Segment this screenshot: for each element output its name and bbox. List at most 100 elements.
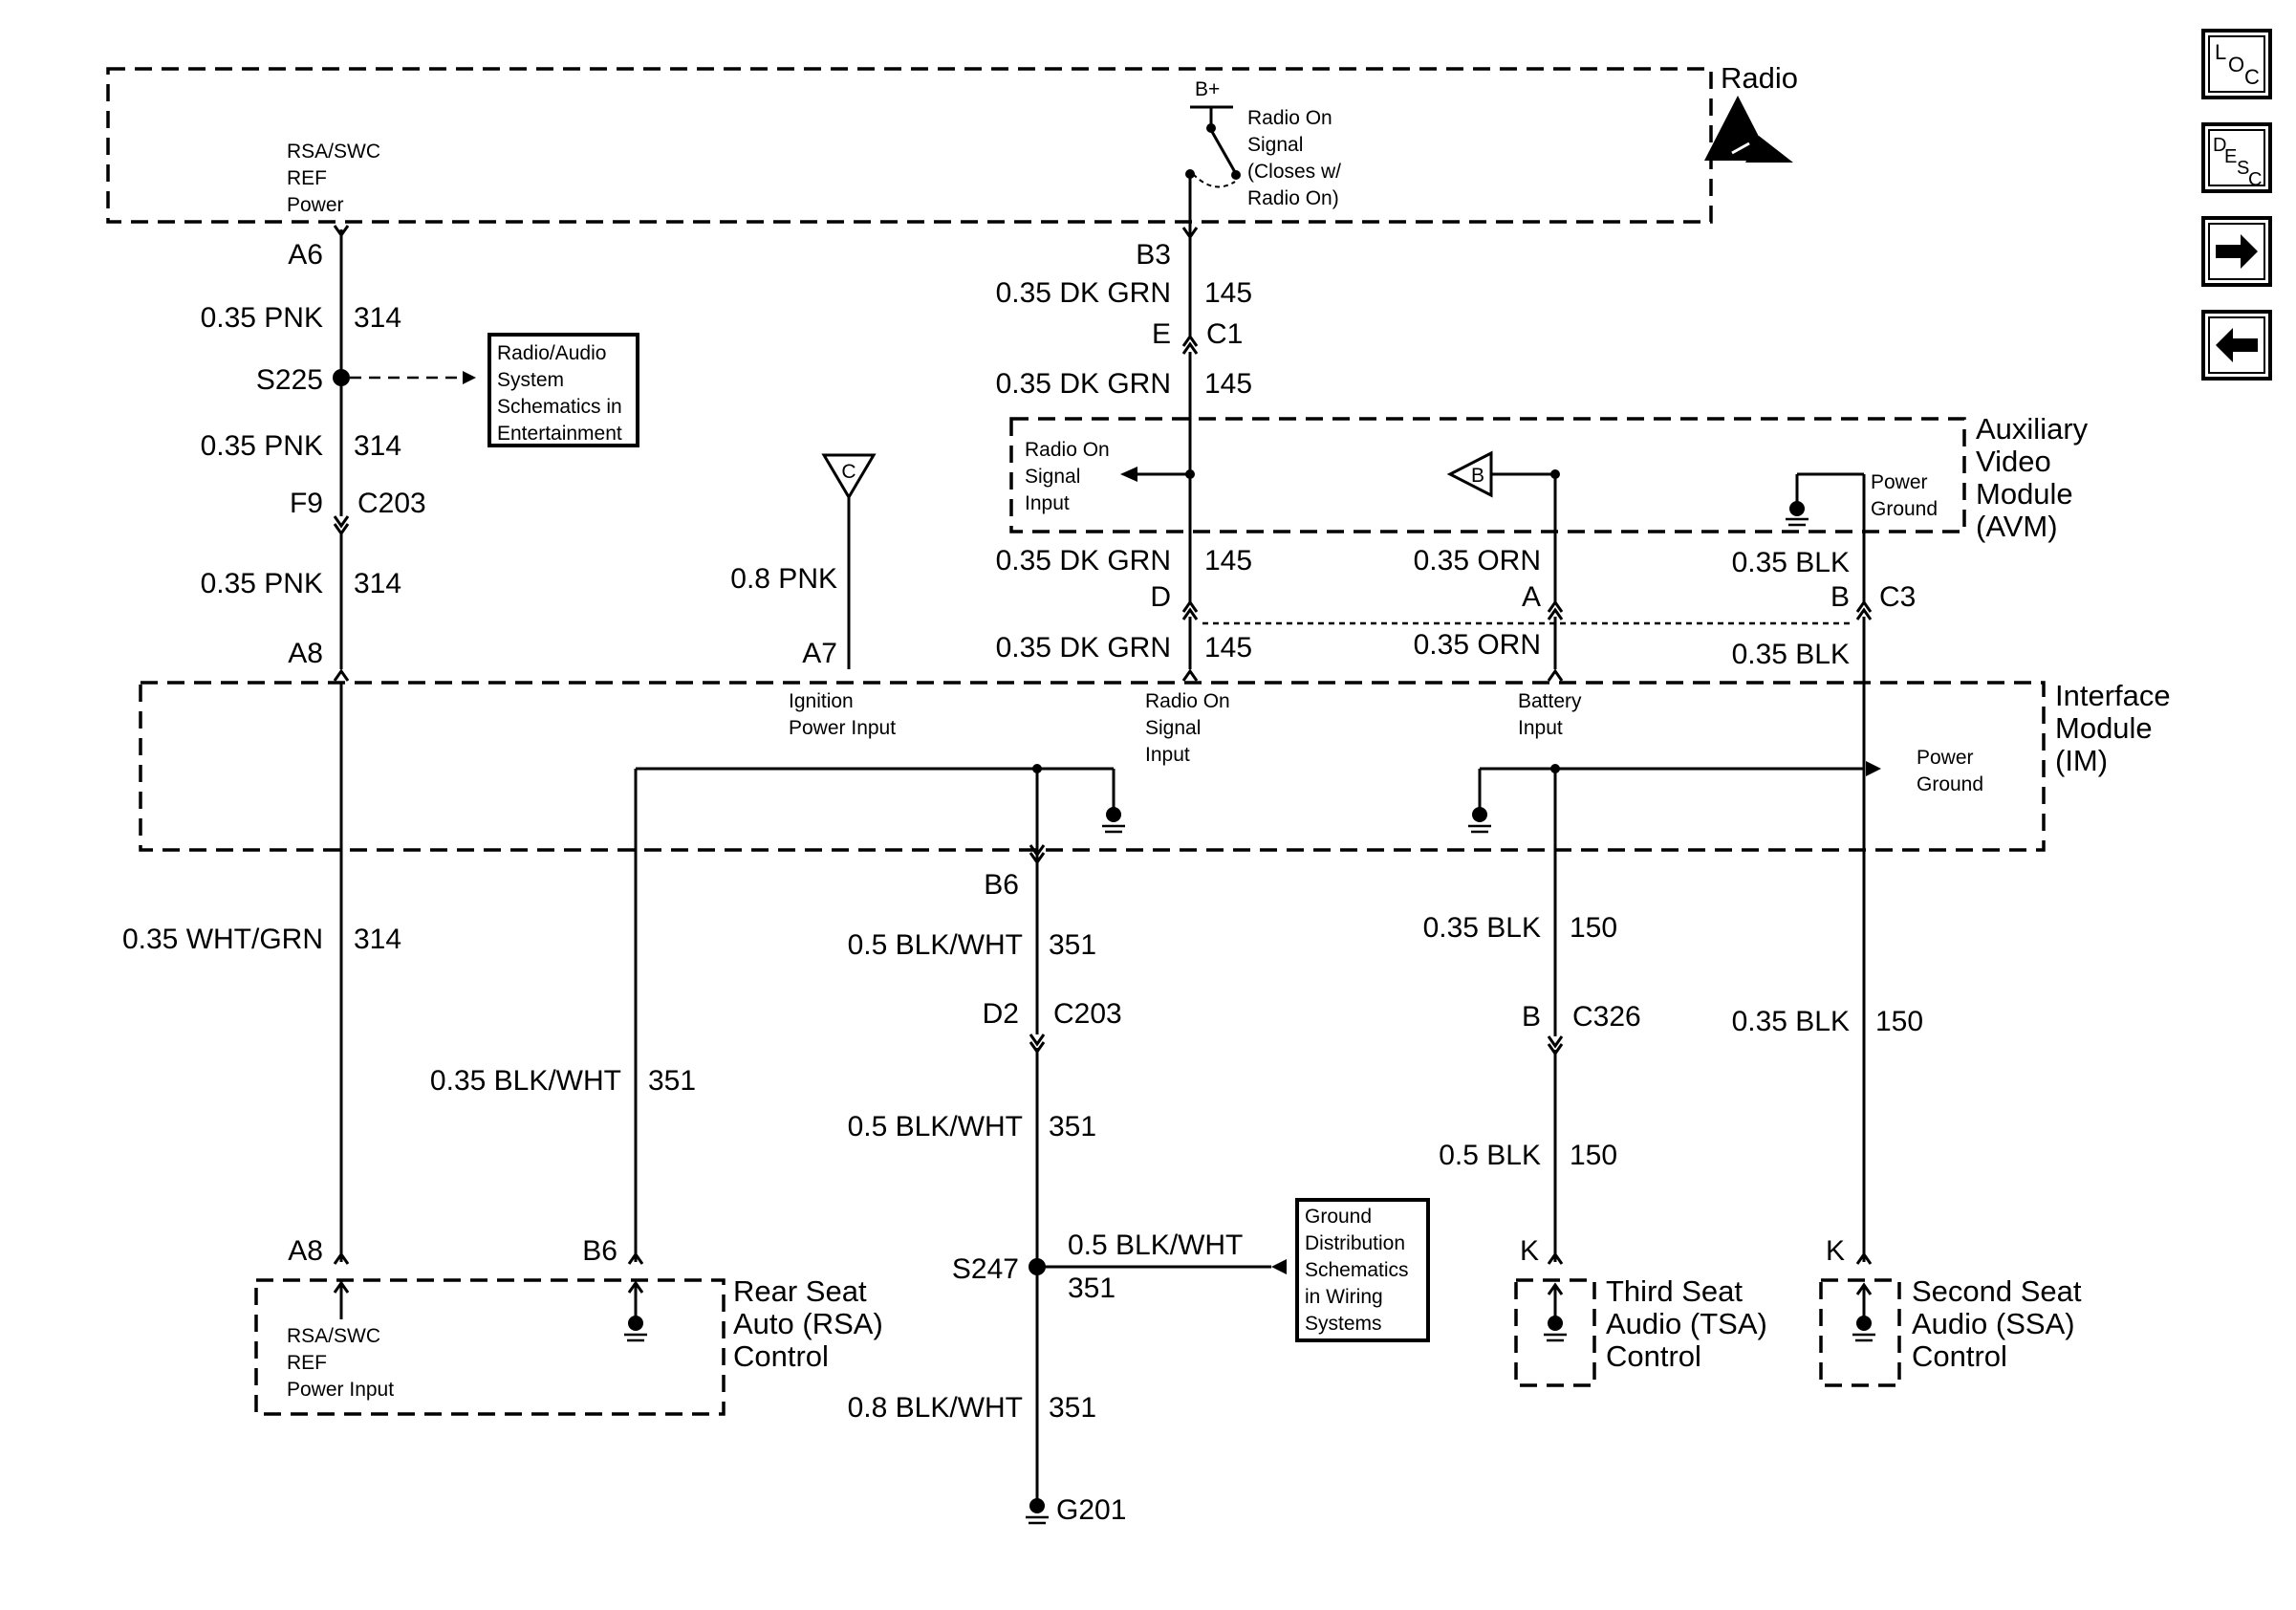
tsa-ground-arrow-icon [1547, 1282, 1564, 1295]
loc-button-c: C [2244, 65, 2260, 89]
wire-314-gauge-4: 0.35 WHT/GRN [122, 924, 323, 955]
im-right-ground-arrow-icon [1866, 761, 1881, 776]
wire-314-gauge-2: 0.35 PNK [201, 430, 323, 462]
offpage-c-label: C [841, 461, 856, 483]
wire-145-gauge-2: 0.35 DK GRN [996, 368, 1171, 400]
wire-145-circuit-1: 145 [1204, 277, 1252, 309]
wire-150-circuit-2: 150 [1570, 1140, 1617, 1171]
connector-c203-f9-icon [333, 515, 350, 536]
terminal-c326-b: B [1522, 1001, 1541, 1033]
connector-b3-icon [1181, 227, 1199, 240]
wire-351-circuit-1: 351 [1049, 929, 1096, 961]
connector-im-battery-icon [1547, 668, 1564, 682]
terminal-tsa-k: K [1520, 1235, 1539, 1267]
connector-c3-a-icon [1547, 599, 1564, 620]
radio-module-box [106, 67, 1713, 224]
desc-button-s: S [2237, 158, 2249, 179]
wire-351-gauge-3: 0.8 BLK/WHT [848, 1392, 1023, 1424]
previous-page-button[interactable] [2201, 310, 2272, 381]
radio-audio-reference-box[interactable] [487, 333, 639, 447]
wire-314-gauge-3: 0.35 PNK [201, 568, 323, 599]
terminal-c3-b: B [1830, 581, 1850, 613]
radio-ref-power-label: RSA/SWC REF Power [287, 141, 386, 216]
connector-c3-label: C3 [1879, 581, 1916, 613]
wire-351-rsa-gauge: 0.35 BLK/WHT [430, 1065, 621, 1097]
terminal-rsa-a8: A8 [288, 1235, 323, 1267]
wire-351-circuit-2: 351 [1049, 1111, 1096, 1142]
connector-a6-icon [333, 225, 350, 238]
wire-351-gauge-2: 0.5 BLK/WHT [848, 1111, 1023, 1142]
wire-314-circuit-2: 314 [354, 430, 401, 462]
avm-radio-on-input-label: Radio On Signal Input [1025, 439, 1116, 514]
terminal-im-b6: B6 [984, 869, 1019, 901]
ssa-ground-arrow-icon [1855, 1282, 1873, 1295]
radio-on-switch-icon [1185, 105, 1241, 229]
rsa-module-label: Rear Seat Auto (RSA) Control [733, 1274, 891, 1373]
wire-ignition-gauge: 0.8 PNK [730, 563, 837, 595]
connector-tsa-k-icon [1547, 1251, 1564, 1265]
terminal-im-a7: A7 [802, 638, 837, 669]
wire-351-circuit-3: 351 [1049, 1392, 1096, 1424]
wire-orn-gauge-1: 0.35 ORN [1414, 545, 1541, 577]
splice-s247-label: S247 [952, 1253, 1019, 1285]
connector-ssa-k-icon [1855, 1251, 1873, 1265]
wire-150-gauge-3: 0.35 BLK [1732, 1006, 1850, 1037]
loc-button-o: O [2228, 53, 2244, 76]
rsa-ref-power-input-label: RSA/SWC REF Power Input [287, 1325, 394, 1401]
offpage-c-icon [821, 453, 877, 500]
avm-ground-icon [1786, 501, 1809, 527]
connector-a8-icon [333, 668, 350, 682]
connector-c3-d-icon [1181, 599, 1199, 620]
terminal-c3-a: A [1522, 581, 1541, 613]
avm-power-ground-label: Power Ground [1871, 471, 1938, 520]
connector-c203-label-2: C203 [1053, 998, 1122, 1030]
b-plus-label: B+ [1195, 78, 1220, 100]
wire-145-circuit-4: 145 [1204, 632, 1252, 664]
connector-c326-label: C326 [1572, 1001, 1641, 1033]
wire-314-circuit-4: 314 [354, 924, 401, 955]
next-page-button[interactable] [2201, 216, 2272, 287]
rsa-ground-arrow-icon [627, 1280, 644, 1294]
ssa-module-label: Second Seat Audio (SSA) Control [1912, 1274, 2090, 1373]
rsa-ground-icon [624, 1316, 647, 1342]
terminal-ssa-k: K [1826, 1235, 1845, 1267]
ssa-module-box [1819, 1278, 1901, 1387]
ground-distribution-reference-text: Ground Distribution Schematics in Wiring… [1305, 1206, 1414, 1335]
terminal-b3: B3 [1136, 239, 1171, 271]
terminal-im-a8: A8 [288, 638, 323, 669]
radio-on-signal-switch-label: Radio On Signal (Closes w/ Radio On) [1247, 107, 1347, 209]
wire-145-circuit-2: 145 [1204, 368, 1252, 400]
im-module-label: Interface Module (IM) [2055, 679, 2178, 777]
tsa-module-box [1514, 1278, 1596, 1387]
im-module-box [139, 681, 2046, 852]
connector-im-d-icon [1181, 668, 1199, 682]
im-radio-on-input-label: Radio On Signal Input [1145, 690, 1236, 766]
connector-c203-d2-icon [1029, 1033, 1046, 1055]
tsa-ground-icon [1544, 1316, 1567, 1342]
loc-button-l: L [2215, 40, 2226, 64]
ground-g201-label: G201 [1056, 1494, 1126, 1526]
desc-button-c: C [2248, 169, 2262, 190]
avm-module-label: Auxiliary Video Module (AVM) [1976, 412, 2096, 543]
wire-351-gauge-1: 0.5 BLK/WHT [848, 929, 1023, 961]
ground-g201-icon [1026, 1498, 1049, 1525]
wire-351-s247-circuit: 351 [1068, 1273, 1116, 1304]
arrow-right-icon [2216, 234, 2258, 269]
wire-351-s247-gauge: 0.5 BLK/WHT [1068, 1229, 1243, 1261]
wire-351-rsa-circuit: 351 [648, 1065, 696, 1097]
desc-button[interactable]: D E S C [2201, 122, 2272, 193]
terminal-c3-d: D [1150, 581, 1171, 613]
ground-distribution-reference-box[interactable] [1295, 1198, 1430, 1342]
avm-module-box [1009, 417, 1966, 533]
radio-module-label: Radio [1721, 61, 1798, 95]
rsa-module-box [254, 1278, 726, 1416]
loc-button[interactable]: L O C [2201, 29, 2272, 99]
desc-button-d: D [2213, 135, 2226, 156]
terminal-a6: A6 [288, 239, 323, 271]
connector-c1-icon [1181, 334, 1199, 355]
wire-145-circuit-3: 145 [1204, 545, 1252, 577]
wire-314-circuit-3: 314 [354, 568, 401, 599]
terminal-f9: F9 [290, 488, 323, 519]
connector-c326-icon [1547, 1035, 1564, 1056]
